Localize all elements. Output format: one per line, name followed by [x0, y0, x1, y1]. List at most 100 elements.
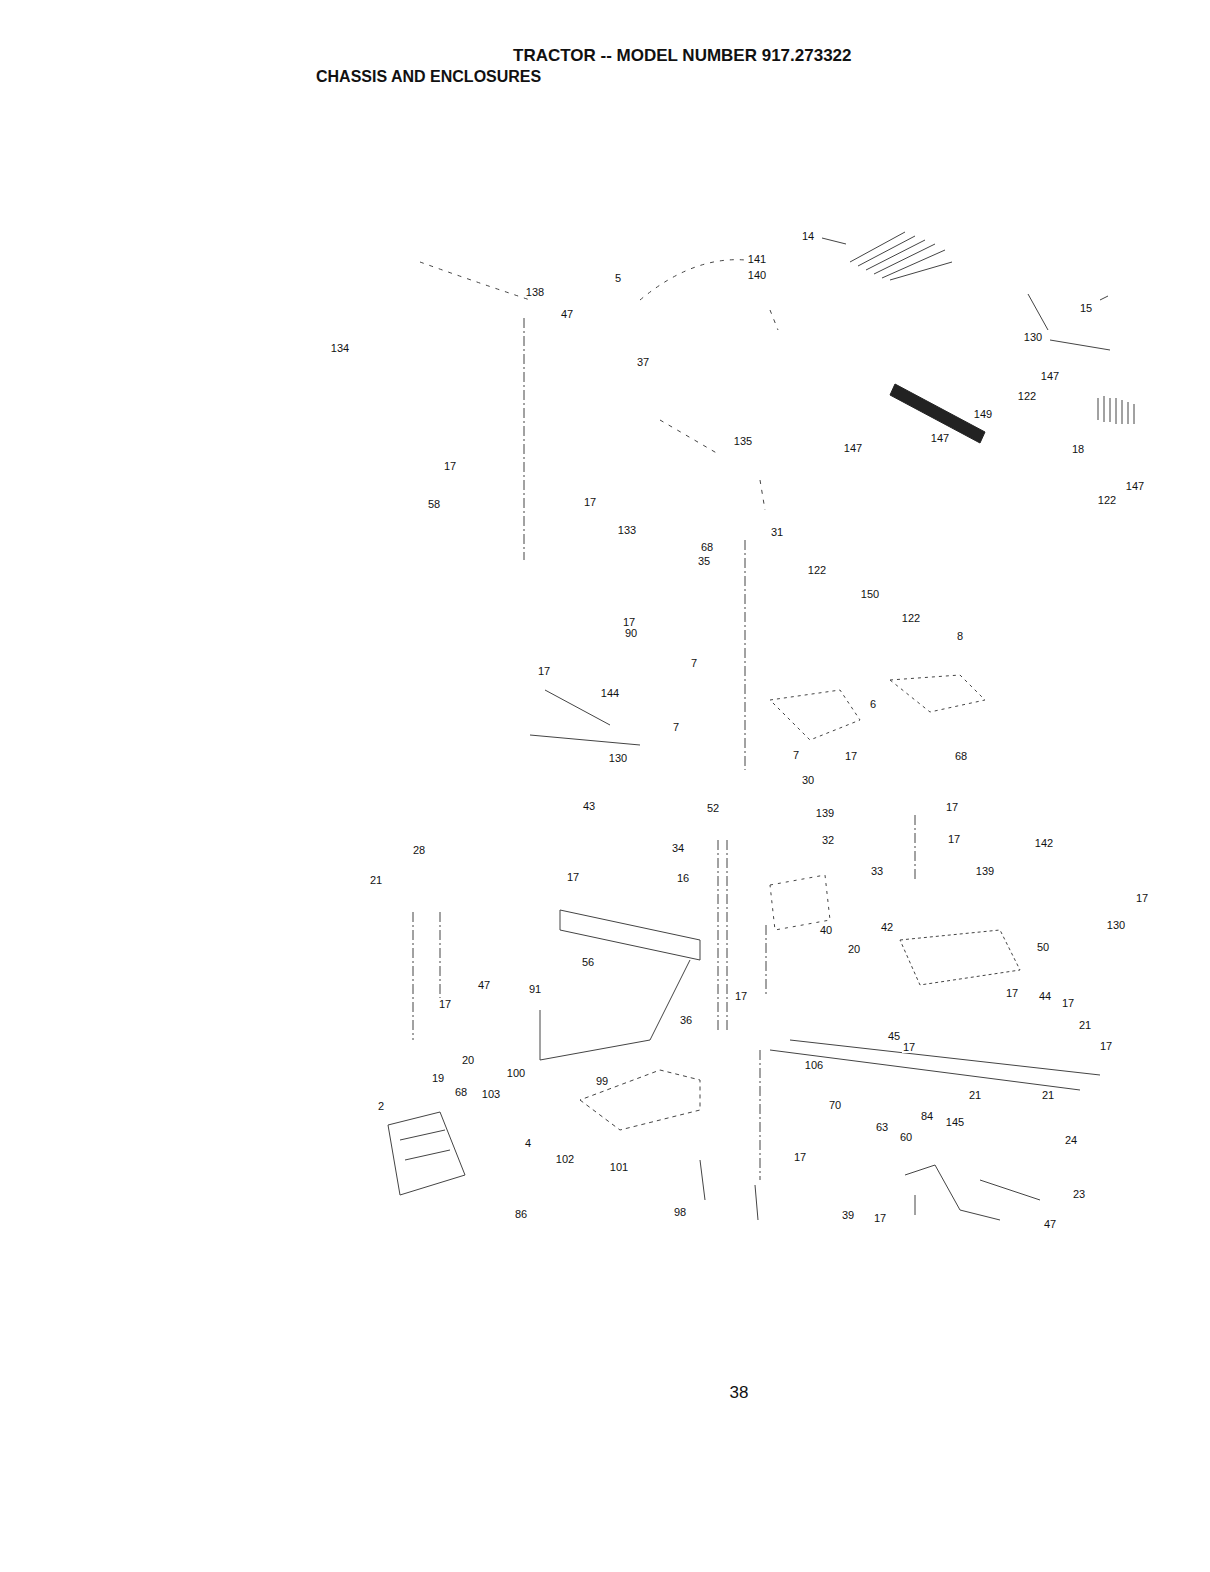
bracket-part	[530, 690, 640, 745]
callout-number: 139	[975, 865, 995, 877]
footrest	[388, 1112, 465, 1195]
callout-number: 21	[1041, 1089, 1055, 1101]
callout-number: 150	[860, 588, 880, 600]
callout-number: 100	[506, 1067, 526, 1079]
callout-number: 17	[443, 460, 457, 472]
callout-number: 122	[1017, 390, 1037, 402]
callout-number: 17	[873, 1212, 887, 1224]
callout-number: 106	[804, 1059, 824, 1071]
section-heading: CHASSIS AND ENCLOSURES	[315, 68, 542, 86]
callout-number: 39	[841, 1209, 855, 1221]
callout-number: 140	[747, 269, 767, 281]
callout-number: 134	[330, 342, 350, 354]
callout-number: 130	[608, 752, 628, 764]
callout-number: 133	[617, 524, 637, 536]
rail-part	[560, 910, 700, 960]
leader-line	[822, 238, 846, 244]
callout-number: 17	[793, 1151, 807, 1163]
callout-number: 33	[870, 865, 884, 877]
callout-number: 98	[673, 1206, 687, 1218]
page-number: 38	[729, 1384, 750, 1403]
callout-number: 17	[1005, 987, 1019, 999]
callout-number: 139	[815, 807, 835, 819]
callout-number: 58	[427, 498, 441, 510]
callout-number: 6	[869, 698, 877, 710]
callout-number: 17	[902, 1041, 916, 1053]
bracket-part	[770, 875, 830, 930]
callout-number: 17	[583, 496, 597, 508]
callout-number: 145	[945, 1116, 965, 1128]
callout-number: 122	[807, 564, 827, 576]
battery-tray	[900, 930, 1020, 985]
callout-number: 149	[973, 408, 993, 420]
callout-number: 16	[676, 872, 690, 884]
callout-number: 141	[747, 253, 767, 265]
callout-number: 15	[1079, 302, 1093, 314]
callout-number: 56	[581, 956, 595, 968]
callout-number: 20	[847, 943, 861, 955]
callout-number: 147	[843, 442, 863, 454]
callout-number: 17	[1135, 892, 1149, 904]
callout-number: 2	[377, 1100, 385, 1112]
hood-outline	[420, 260, 778, 510]
callout-number: 42	[880, 921, 894, 933]
callout-number: 60	[899, 1131, 913, 1143]
callout-number: 7	[690, 657, 698, 669]
bracket-part	[905, 1165, 1040, 1220]
callout-number: 47	[1043, 1218, 1057, 1230]
callout-number: 4	[524, 1137, 532, 1149]
callout-number: 147	[930, 432, 950, 444]
callout-number: 17	[1061, 997, 1075, 1009]
callout-number: 50	[1036, 941, 1050, 953]
callout-number: 36	[679, 1014, 693, 1026]
page-title: TRACTOR -- MODEL NUMBER 917.273322	[513, 47, 852, 66]
callout-number: 52	[706, 802, 720, 814]
callout-number: 21	[1078, 1019, 1092, 1031]
callout-number: 40	[819, 924, 833, 936]
callout-number: 23	[1072, 1188, 1086, 1200]
callout-number: 8	[956, 630, 964, 642]
callout-number: 24	[1064, 1134, 1078, 1146]
callout-number: 17	[844, 750, 858, 762]
callout-number: 18	[1071, 443, 1085, 455]
callout-number: 138	[525, 286, 545, 298]
callout-number: 90	[624, 627, 638, 639]
callout-number: 14	[801, 230, 815, 242]
callout-number: 7	[672, 721, 680, 733]
callout-number: 68	[954, 750, 968, 762]
callout-number: 28	[412, 844, 426, 856]
callout-number: 21	[968, 1089, 982, 1101]
callout-number: 30	[801, 774, 815, 786]
callout-number: 21	[369, 874, 383, 886]
fender-part	[770, 675, 985, 740]
callout-number: 147	[1040, 370, 1060, 382]
callout-number: 37	[636, 356, 650, 368]
callout-number: 135	[733, 435, 753, 447]
callout-number: 99	[595, 1075, 609, 1087]
callout-number: 17	[566, 871, 580, 883]
callout-number: 45	[887, 1030, 901, 1042]
callout-number: 130	[1106, 919, 1126, 931]
callout-number: 32	[821, 834, 835, 846]
callout-number: 17	[734, 990, 748, 1002]
callout-number: 84	[920, 1110, 934, 1122]
callout-number: 17	[1099, 1040, 1113, 1052]
callout-number: 44	[1038, 990, 1052, 1002]
callout-number: 35	[697, 555, 711, 567]
grille	[1098, 396, 1134, 424]
callout-number: 17	[947, 833, 961, 845]
callout-number: 31	[770, 526, 784, 538]
callout-number: 102	[555, 1153, 575, 1165]
callout-number: 91	[528, 983, 542, 995]
callout-number: 19	[431, 1072, 445, 1084]
callout-number: 34	[671, 842, 685, 854]
callout-number: 130	[1023, 331, 1043, 343]
callout-number: 142	[1034, 837, 1054, 849]
callout-number: 7	[792, 749, 800, 761]
callout-number: 103	[481, 1088, 501, 1100]
callout-number: 68	[454, 1086, 468, 1098]
callout-number: 63	[875, 1121, 889, 1133]
callout-number: 122	[1097, 494, 1117, 506]
callout-number: 17	[438, 998, 452, 1010]
